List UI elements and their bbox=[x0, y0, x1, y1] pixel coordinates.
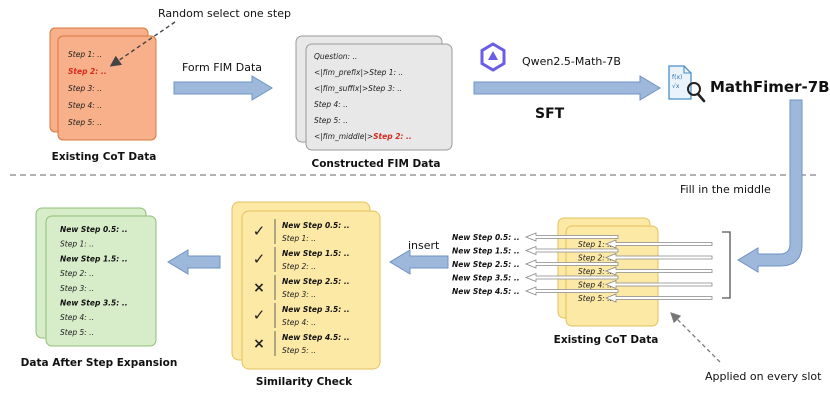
constructed-fim-caption: Constructed FIM Data bbox=[312, 158, 441, 170]
after-expansion-caption: Data After Step Expansion bbox=[21, 357, 178, 369]
fim-prefix-step: Step 1: .. bbox=[369, 68, 403, 77]
expansion-arrow bbox=[167, 249, 221, 275]
orange-step-4: Step 4: .. bbox=[68, 101, 102, 110]
new-step-label-4: New Step 3.5: .. bbox=[452, 274, 520, 283]
yellow-step-1: Step 1: .. bbox=[578, 240, 612, 249]
fim-step4: Step 4: .. bbox=[314, 100, 348, 109]
fim-middle-step: Step 2: .. bbox=[373, 132, 412, 141]
new-step-label-2: New Step 1.5: .. bbox=[452, 247, 520, 256]
green-line-2: Step 1: .. bbox=[60, 240, 94, 249]
slot-arrow-in-4 bbox=[604, 279, 713, 290]
constructed-fim-card: Question: .. <|fim_prefix|>Step 1: .. <|… bbox=[295, 35, 453, 151]
yellow-step-2: Step 2: .. bbox=[578, 254, 612, 263]
mathfimer-label: MathFimer-7B bbox=[710, 78, 830, 96]
new-step-label-5: New Step 4.5: .. bbox=[452, 287, 520, 296]
fim-suffix-tag: <|fim_suffix|> bbox=[314, 84, 368, 93]
slot-arrow-in-2 bbox=[604, 252, 713, 263]
qwen-model-label: Qwen2.5-Math-7B bbox=[522, 55, 621, 68]
random-select-arrow bbox=[109, 21, 176, 67]
green-line-8: Step 5: .. bbox=[60, 328, 94, 337]
mathfimer-doc-icon: f(x) √x bbox=[668, 65, 692, 100]
sim-new-step-3: New Step 2.5: .. bbox=[282, 277, 350, 286]
green-line-1: New Step 0.5: .. bbox=[60, 225, 128, 234]
yellow-steps: Step 1: .. Step 2: .. Step 3: .. Step 4: ..… bbox=[578, 240, 612, 303]
green-line-3: New Step 1.5: .. bbox=[60, 254, 128, 263]
slot-arrows bbox=[524, 232, 713, 303]
slot-arrow-out-3 bbox=[524, 259, 619, 269]
similarity-card bbox=[231, 201, 381, 370]
slot-arrow-out-5 bbox=[524, 286, 619, 296]
existing-cot-caption-2: Existing CoT Data bbox=[554, 334, 659, 346]
slot-arrow-in-1 bbox=[604, 239, 713, 249]
slot-arrow-out-4 bbox=[524, 272, 619, 283]
sim-step-4: Step 4: .. bbox=[282, 318, 316, 327]
slot-bracket bbox=[722, 231, 731, 299]
yellow-step-5: Step 5: .. bbox=[578, 294, 612, 303]
sim-new-step-4: New Step 3.5: .. bbox=[282, 305, 350, 314]
fim-prefix-line: <|fim_prefix|>Step 1: .. bbox=[314, 68, 403, 77]
green-line-7: Step 4: .. bbox=[60, 313, 94, 322]
form-fim-label: Form FIM Data bbox=[182, 61, 262, 74]
slot-arrow-out-1 bbox=[524, 232, 619, 242]
yellow-step-3: Step 3: .. bbox=[578, 267, 612, 276]
cross-icon: × bbox=[253, 280, 265, 296]
fim-prefix-tag: <|fim_prefix|> bbox=[314, 68, 369, 77]
green-line-6: New Step 3.5: .. bbox=[60, 299, 128, 308]
applied-arrow bbox=[670, 312, 721, 363]
fim-suffix-line: <|fim_suffix|>Step 3: .. bbox=[314, 84, 402, 93]
existing-cot-card: Step 1: .. Step 2: .. Step 3: .. Step 4:… bbox=[49, 27, 157, 141]
similarity-rows: ✓ New Step 0.5: .. Step 1: .. ✓ New Step 1.5… bbox=[253, 219, 350, 356]
check-icon: ✓ bbox=[253, 306, 266, 324]
slot-arrow-out-2 bbox=[524, 245, 619, 256]
green-line-5: Step 3: .. bbox=[60, 284, 94, 293]
cross-icon: × bbox=[253, 336, 265, 352]
applied-label: Applied on every slot bbox=[705, 370, 822, 383]
qwen-logo-icon bbox=[480, 42, 506, 72]
yellow-step-4: Step 4: .. bbox=[578, 281, 612, 290]
orange-step-3: Step 3: .. bbox=[68, 84, 102, 93]
green-lines: New Step 0.5: .. Step 1: .. New Step 1.5: … bbox=[60, 225, 128, 337]
fill-middle-arrow bbox=[737, 99, 803, 273]
fim-suffix-step: Step 3: .. bbox=[368, 84, 402, 93]
insert-arrow bbox=[389, 249, 449, 275]
similarity-caption: Similarity Check bbox=[256, 376, 353, 388]
new-step-label-1: New Step 0.5: .. bbox=[452, 233, 520, 242]
fim-question: Question: .. bbox=[314, 52, 357, 61]
fim-icon-text: f(x) bbox=[672, 74, 682, 81]
fim-middle-tag: <|fim_middle|> bbox=[314, 132, 373, 141]
sim-step-2: Step 2: .. bbox=[282, 262, 316, 271]
sft-label: SFT bbox=[535, 106, 565, 122]
form-fim-arrow bbox=[173, 75, 273, 101]
fim-middle-line: <|fim_middle|>Step 2: .. bbox=[314, 132, 412, 141]
slot-arrow-in-5 bbox=[604, 293, 713, 303]
orange-step-2: Step 2: .. bbox=[68, 67, 107, 76]
sim-step-3: Step 3: .. bbox=[282, 290, 316, 299]
fill-middle-label: Fill in the middle bbox=[680, 183, 771, 196]
expanded-card bbox=[35, 207, 157, 347]
sim-step-5: Step 5: .. bbox=[282, 346, 316, 355]
new-step-labels: New Step 0.5: .. New Step 1.5: .. New Step… bbox=[452, 233, 520, 296]
sim-new-step-2: New Step 1.5: .. bbox=[282, 249, 350, 258]
sft-arrow bbox=[473, 75, 661, 101]
fim-step5: Step 5: .. bbox=[314, 116, 348, 125]
random-select-label: Random select one step bbox=[158, 7, 291, 20]
magnifier-icon bbox=[687, 82, 706, 103]
insert-label: insert bbox=[408, 239, 440, 252]
fim-icon-sub: √x bbox=[672, 83, 680, 90]
green-line-4: Step 2: .. bbox=[60, 269, 94, 278]
new-step-label-3: New Step 2.5: .. bbox=[452, 260, 520, 269]
slot-arrow-in-3 bbox=[604, 266, 713, 276]
check-icon: ✓ bbox=[253, 222, 266, 240]
sim-step-1: Step 1: .. bbox=[282, 234, 316, 243]
sim-new-step-5: New Step 4.5: .. bbox=[282, 333, 350, 342]
sim-new-step-1: New Step 0.5: .. bbox=[282, 221, 350, 230]
check-icon: ✓ bbox=[253, 250, 266, 268]
orange-step-1: Step 1: .. bbox=[68, 50, 102, 59]
orange-step-5: Step 5: .. bbox=[68, 118, 102, 127]
existing-cot-caption: Existing CoT Data bbox=[52, 151, 157, 163]
